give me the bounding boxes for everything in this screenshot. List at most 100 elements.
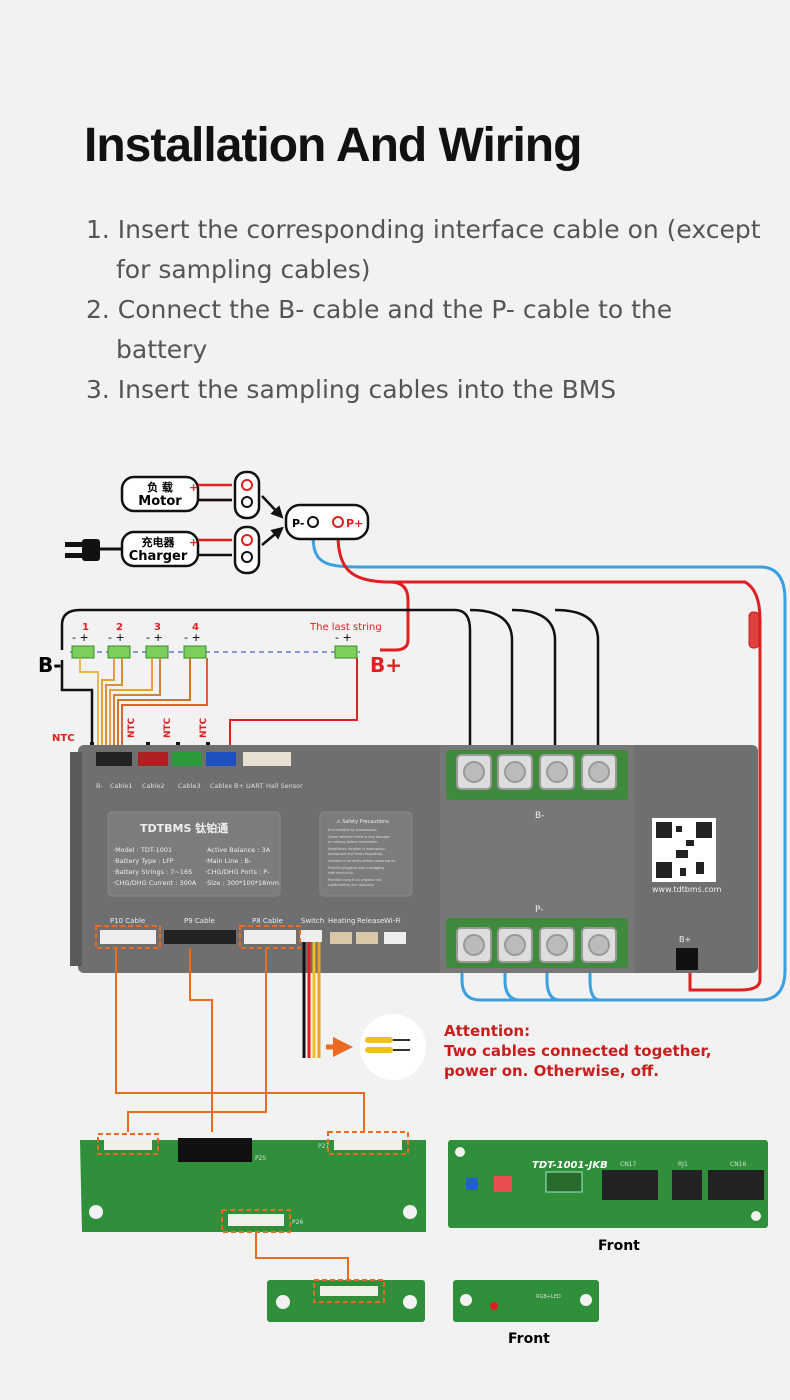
step-1: 1. Insert the corresponding interface ca… (86, 215, 761, 284)
top-connectors: B- Cable1 Cable2 Cable3 Cablex B+ UART H… (96, 752, 303, 790)
b-minus-wire-4 (554, 608, 600, 750)
switch-wires (302, 942, 321, 1058)
svg-text:Check whether there is any dam: Check whether there is any damage (328, 835, 390, 839)
bottom-connectors: P10 Cable P9 Cable P8 Cable Switch Heati… (95, 917, 406, 949)
attention-line-1: Two cables connected together, (444, 1042, 711, 1060)
last-string-label: The last string (309, 622, 382, 633)
p-minus-label: P- (292, 517, 304, 530)
p-minus-blue-branch-3 (545, 960, 561, 1002)
b-minus-wire-3 (511, 608, 557, 750)
ntc-label-4: NTC (199, 717, 209, 738)
svg-text:CN16: CN16 (730, 1161, 746, 1168)
svg-text:·CHG/DHG Ports : P-: ·CHG/DHG Ports : P- (205, 868, 270, 876)
b-minus-main-wire (60, 608, 472, 750)
svg-text:Hall Sensor: Hall Sensor (266, 782, 303, 790)
svg-text:·Size : 300*100*18mm: ·Size : 300*100*18mm (205, 879, 279, 887)
battery-cells (71, 645, 358, 659)
bms-brand: TDTBMS 钛铂通 (140, 821, 228, 835)
plug-icon (65, 539, 122, 561)
svg-text:- +: - + (72, 631, 89, 644)
svg-text:RJ1: RJ1 (678, 1161, 688, 1168)
front-label-1: Front (598, 1238, 640, 1254)
svg-text:UART: UART (246, 782, 263, 790)
main-board-front: TDT-1001-JKB CN17 RJ1 CN16 Front (448, 1140, 768, 1254)
svg-text:B+: B+ (679, 935, 691, 944)
svg-text:·Model : TDT-1001: ·Model : TDT-1001 (113, 846, 172, 854)
ntc-label-1: NTC (52, 733, 75, 744)
led-board-front: RGB+LED Front (453, 1280, 599, 1347)
attention-title: Attention: (444, 1022, 530, 1040)
front-label-2: Front (508, 1331, 550, 1347)
main-board-label: TDT-1001-JKB (532, 1160, 608, 1171)
motor-cn-label: 负 载 (147, 480, 173, 494)
svg-text:·Battery Type : LFP: ·Battery Type : LFP (113, 857, 174, 865)
svg-text:Switch: Switch (301, 917, 324, 925)
svg-text:or missing before installation: or missing before installation. (328, 840, 378, 844)
svg-text:Cablex: Cablex (210, 782, 232, 790)
p-terminal-block: P- P+ (284, 503, 370, 541)
p-minus-blue-branch-4 (588, 960, 601, 1002)
wire-joint-illustration (360, 1014, 426, 1080)
svg-text:Cable1: Cable1 (110, 782, 133, 790)
fuse (748, 611, 760, 649)
instruction-steps: 1. Insert the corresponding interface ca… (86, 210, 766, 410)
sampling-wires (79, 658, 358, 760)
svg-text:P26: P26 (292, 1219, 303, 1226)
motor-terminal (233, 470, 261, 520)
string-label-2: 2 (116, 622, 123, 633)
charger-label: Charger (129, 549, 188, 564)
svg-text:with electricity.: with electricity. (328, 871, 354, 875)
string-label-4: 4 (192, 622, 199, 633)
ntc-label-3: NTC (163, 717, 173, 738)
safety-panel: ⚠ Safety Precautions It is installed by … (319, 811, 413, 897)
svg-text:Wi-Fi: Wi-Fi (384, 917, 401, 925)
svg-text:P25: P25 (255, 1155, 266, 1162)
svg-text:Release: Release (357, 917, 384, 925)
wiring-diagram: 负 载 Motor + 充电器 Charger + P- P+ (38, 470, 787, 1347)
svg-text:- +: - + (146, 631, 163, 644)
page-title: Installation And Wiring (84, 119, 582, 172)
string-label-1: 1 (82, 622, 89, 633)
svg-text:·Main Line : B-: ·Main Line : B- (205, 857, 252, 865)
svg-text:Connect it correctly before po: Connect it correctly before powering on. (328, 859, 396, 863)
b-minus-label: B- (38, 653, 62, 677)
svg-text:·Battery Strings : 7~16S: ·Battery Strings : 7~16S (113, 868, 192, 876)
motor-load: 负 载 Motor + (120, 475, 200, 513)
svg-text:Installation location is water: Installation location is waterproof, (328, 847, 386, 851)
charger-terminal (233, 525, 261, 575)
small-board-left (267, 1279, 425, 1322)
svg-text:·Active Balance : 3A: ·Active Balance : 3A (205, 846, 271, 854)
svg-text:P8 Cable: P8 Cable (252, 917, 283, 925)
ntc-label-2: NTC (127, 717, 137, 738)
svg-text:Prohibit using it on projects: Prohibit using it on projects not (328, 878, 382, 882)
svg-text:It is installed by professiona: It is installed by professional. (328, 828, 378, 832)
svg-text:B-: B- (96, 782, 103, 790)
b-plus-label: B+ (370, 653, 402, 677)
orange-connection-lines (115, 948, 365, 1280)
adapter-board: P27 P25 P26 (80, 1131, 426, 1233)
string-label-3: 3 (154, 622, 161, 633)
b-minus-lead (60, 660, 94, 760)
p-minus-blue-branch-2 (503, 960, 521, 1002)
svg-text:moistproof and heat-dissipatin: moistproof and heat-dissipating. (328, 852, 383, 856)
step-3: 3. Insert the sampling cables into the B… (86, 375, 617, 404)
charger-cn-label: 充电器 (142, 535, 176, 549)
arrow-motor (261, 495, 284, 519)
website-label: www.tdtbms.com (652, 885, 722, 894)
svg-text:confirmed by our company.: confirmed by our company. (328, 883, 374, 887)
qr-code: www.tdtbms.com (652, 818, 722, 894)
svg-text:P10 Cable: P10 Cable (110, 917, 145, 925)
p-plus-label: P+ (346, 517, 363, 530)
b-minus-wire-2 (469, 608, 514, 750)
svg-text:⚠ Safety Precautions: ⚠ Safety Precautions (336, 819, 389, 825)
step-2: 2. Connect the B- cable and the P- cable… (86, 295, 673, 364)
p-minus-bolts (456, 927, 617, 963)
b-plus-terminal: B+ (676, 935, 698, 970)
svg-text:- +: - + (184, 631, 201, 644)
svg-text:+: + (189, 536, 198, 549)
svg-text:P9 Cable: P9 Cable (184, 917, 215, 925)
charger-load: 充电器 Charger + (120, 530, 200, 568)
svg-text:Prohibit plugging and unpluggi: Prohibit plugging and unplugging (328, 866, 384, 870)
p-minus-blue-wire (311, 534, 787, 1002)
svg-text:Cable3: Cable3 (178, 782, 201, 790)
